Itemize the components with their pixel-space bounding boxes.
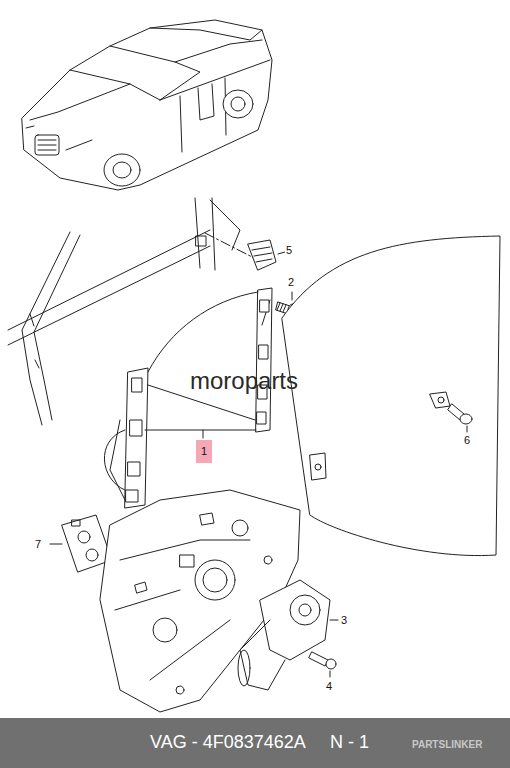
callout-number: 3 (340, 614, 348, 627)
leader-line (50, 544, 62, 545)
car-illustration (22, 20, 272, 190)
part-number: VAG - 4F0837462A (150, 733, 306, 751)
window-motor (238, 580, 330, 690)
logo-text: PARTSLINKER (412, 740, 482, 750)
leader-line (330, 671, 331, 677)
leader-line (292, 292, 293, 300)
leader-line (330, 620, 338, 621)
callout-number: 1 (196, 440, 212, 463)
screw-part (309, 652, 336, 669)
door-glass (282, 236, 500, 556)
window-regulator (104, 288, 272, 508)
callout-number: 4 (325, 680, 333, 693)
clip-part (248, 240, 276, 270)
watermark: moroparts (190, 369, 298, 393)
leader-line (278, 252, 285, 254)
quantity: N - 1 (330, 733, 369, 751)
callout-number: 2 (287, 276, 295, 289)
leader-line (467, 426, 468, 432)
callout-number: 7 (34, 538, 42, 551)
bolt-part (448, 404, 472, 424)
callout-number: 5 (285, 244, 293, 257)
callout-number: 6 (463, 434, 471, 447)
leader-line (203, 430, 204, 438)
